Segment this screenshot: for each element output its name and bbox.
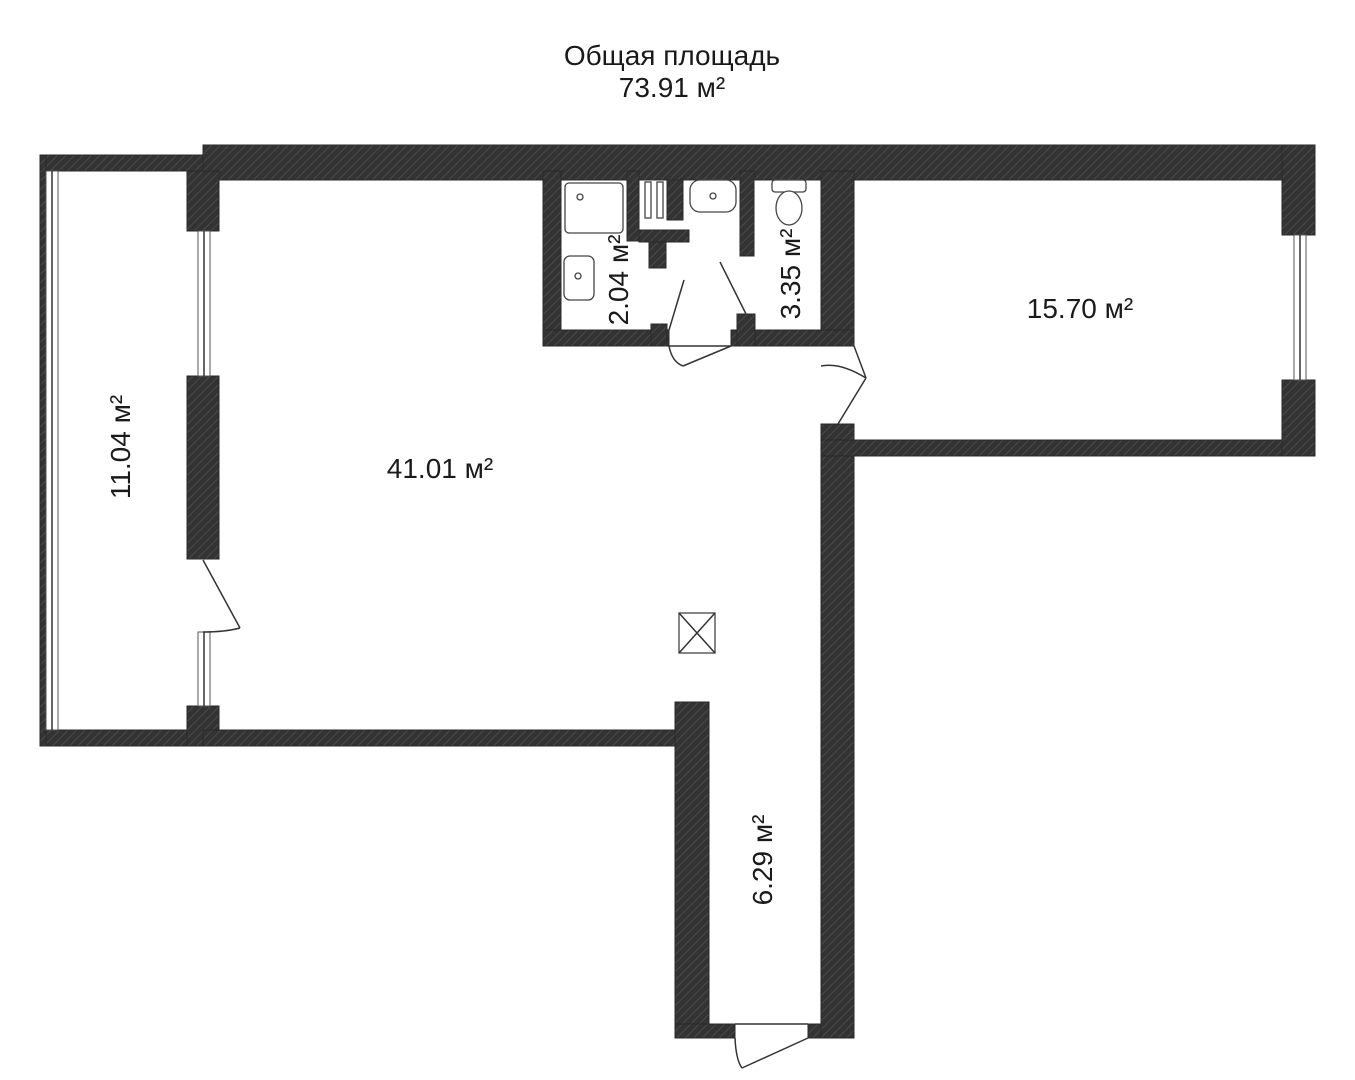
area-hallway: 6.29 м²	[747, 815, 778, 906]
wall-bath-stub	[650, 323, 668, 347]
wall-bath-bottom-left	[542, 329, 670, 347]
doors	[202, 261, 867, 1069]
wall-bath-left	[542, 170, 562, 347]
walls	[39, 144, 1316, 1039]
wall-bedroom-bottom	[820, 439, 1316, 457]
toilet-icon	[775, 190, 803, 226]
wall-bedroom-left-top	[820, 170, 855, 340]
wall-hall-right	[820, 423, 855, 1039]
area-bedroom: 15.70 м²	[1027, 293, 1133, 324]
area-toilet: 3.35 м²	[775, 229, 806, 320]
wall-toilet-partition	[739, 170, 755, 257]
area-balcony: 11.04 м²	[105, 395, 136, 499]
wall-bath-bottom-right	[730, 329, 855, 347]
title-label: Общая площадь	[564, 40, 780, 71]
bathroom-fixtures	[563, 179, 807, 301]
toilet-tank-icon	[771, 179, 807, 193]
wall-right-1	[1281, 144, 1316, 236]
wall-riser	[666, 179, 684, 221]
windows	[45, 170, 1307, 731]
wall-balcony-bottom	[39, 729, 204, 747]
wall-living-bottom	[202, 729, 676, 747]
wall-balcony-left	[39, 154, 47, 747]
wall-right-2	[1281, 379, 1316, 457]
wall-toilet-stub	[736, 313, 756, 347]
wall-balcony-top	[39, 154, 204, 172]
wall-left-2	[186, 375, 220, 560]
radiator-icon	[644, 181, 652, 219]
vent-shaft-icon	[678, 612, 716, 654]
wall-bath-partition-1	[626, 170, 640, 242]
wall-hall-bottom-left	[674, 1023, 736, 1039]
radiator-icon-2	[656, 181, 664, 219]
wall-top	[202, 144, 1316, 181]
shower-icon	[564, 182, 624, 234]
area-living-room: 41.01 м²	[387, 453, 493, 484]
area-bathroom: 2.04 м²	[603, 235, 634, 326]
wall-bath-partition-3	[638, 229, 690, 243]
total-area-label: 73.91 м²	[619, 72, 725, 103]
wall-left-1	[186, 170, 220, 232]
wall-hall-left	[674, 701, 710, 1039]
